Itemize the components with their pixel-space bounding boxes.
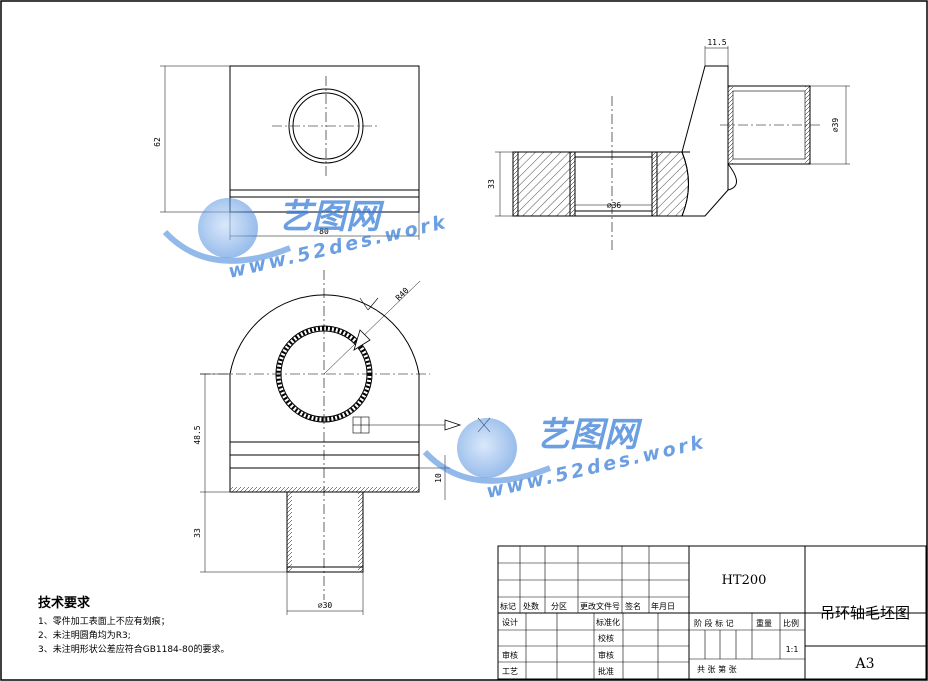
title-block	[497, 545, 927, 680]
dim-side-top-width: 11.5	[707, 38, 726, 47]
tech-requirement-item: 1、零件加工表面上不应有划痕；	[38, 615, 170, 627]
label-weight: 重量	[756, 618, 772, 628]
tech-requirement-item: 3、未注明形状公差应符合GB1184-80的要求。	[38, 643, 229, 655]
dim-front-shank-height: 33	[193, 528, 202, 538]
label-stage-mark: 阶 段 标 记	[694, 618, 734, 628]
label-sheets: 共 张 第 张	[697, 664, 737, 674]
side-view	[495, 46, 850, 250]
label-mark: 标记	[500, 601, 516, 611]
label-approve-process: 审核	[598, 650, 614, 660]
label-signature: 签名	[625, 601, 641, 611]
watermark-2: 艺图网 www.52des.work	[422, 415, 708, 503]
drawing-name: 吊环轴毛坯图	[820, 604, 910, 622]
front-view	[200, 270, 491, 615]
watermark-brand: 艺图网	[278, 197, 385, 237]
label-zone: 分区	[551, 602, 567, 611]
label-count: 处数	[523, 601, 539, 611]
label-process: 工艺	[502, 667, 518, 676]
label-change-doc: 更改文件号	[580, 601, 620, 611]
label-design: 设计	[502, 617, 518, 627]
dim-top-height: 62	[153, 137, 162, 147]
dim-side-right-dia: ∅39	[831, 118, 840, 133]
material-label: HT200	[722, 573, 767, 588]
dim-front-radius: R40	[394, 286, 411, 303]
dim-side-bore: ∅36	[607, 201, 622, 210]
label-standardize: 标准化	[596, 617, 620, 627]
label-check: 校核	[598, 633, 614, 643]
watermark-brand: 艺图网	[536, 415, 643, 455]
dim-front-step: 10	[434, 473, 443, 483]
sheet-size: A3	[854, 656, 874, 672]
tech-requirements-heading: 技术要求	[38, 595, 91, 611]
label-scale: 比例	[783, 618, 799, 628]
watermark-1: 艺图网 www.52des.work	[162, 197, 450, 283]
dim-top-width: 80	[319, 227, 329, 236]
label-date: 年月日	[651, 601, 675, 611]
dim-front-shank-dia: ∅30	[318, 601, 333, 610]
dim-side-left-height: 33	[487, 179, 496, 189]
tech-requirements: 技术要求 1、零件加工表面上不应有划痕； 2、未注明圆角均为R3; 3、未注明形…	[38, 595, 229, 655]
dim-front-height: 48.5	[193, 425, 202, 444]
scale-value: 1:1	[786, 645, 799, 654]
tech-requirement-item: 2、未注明圆角均为R3;	[38, 629, 131, 641]
label-approve: 批准	[598, 666, 614, 676]
label-review: 审核	[502, 650, 518, 660]
